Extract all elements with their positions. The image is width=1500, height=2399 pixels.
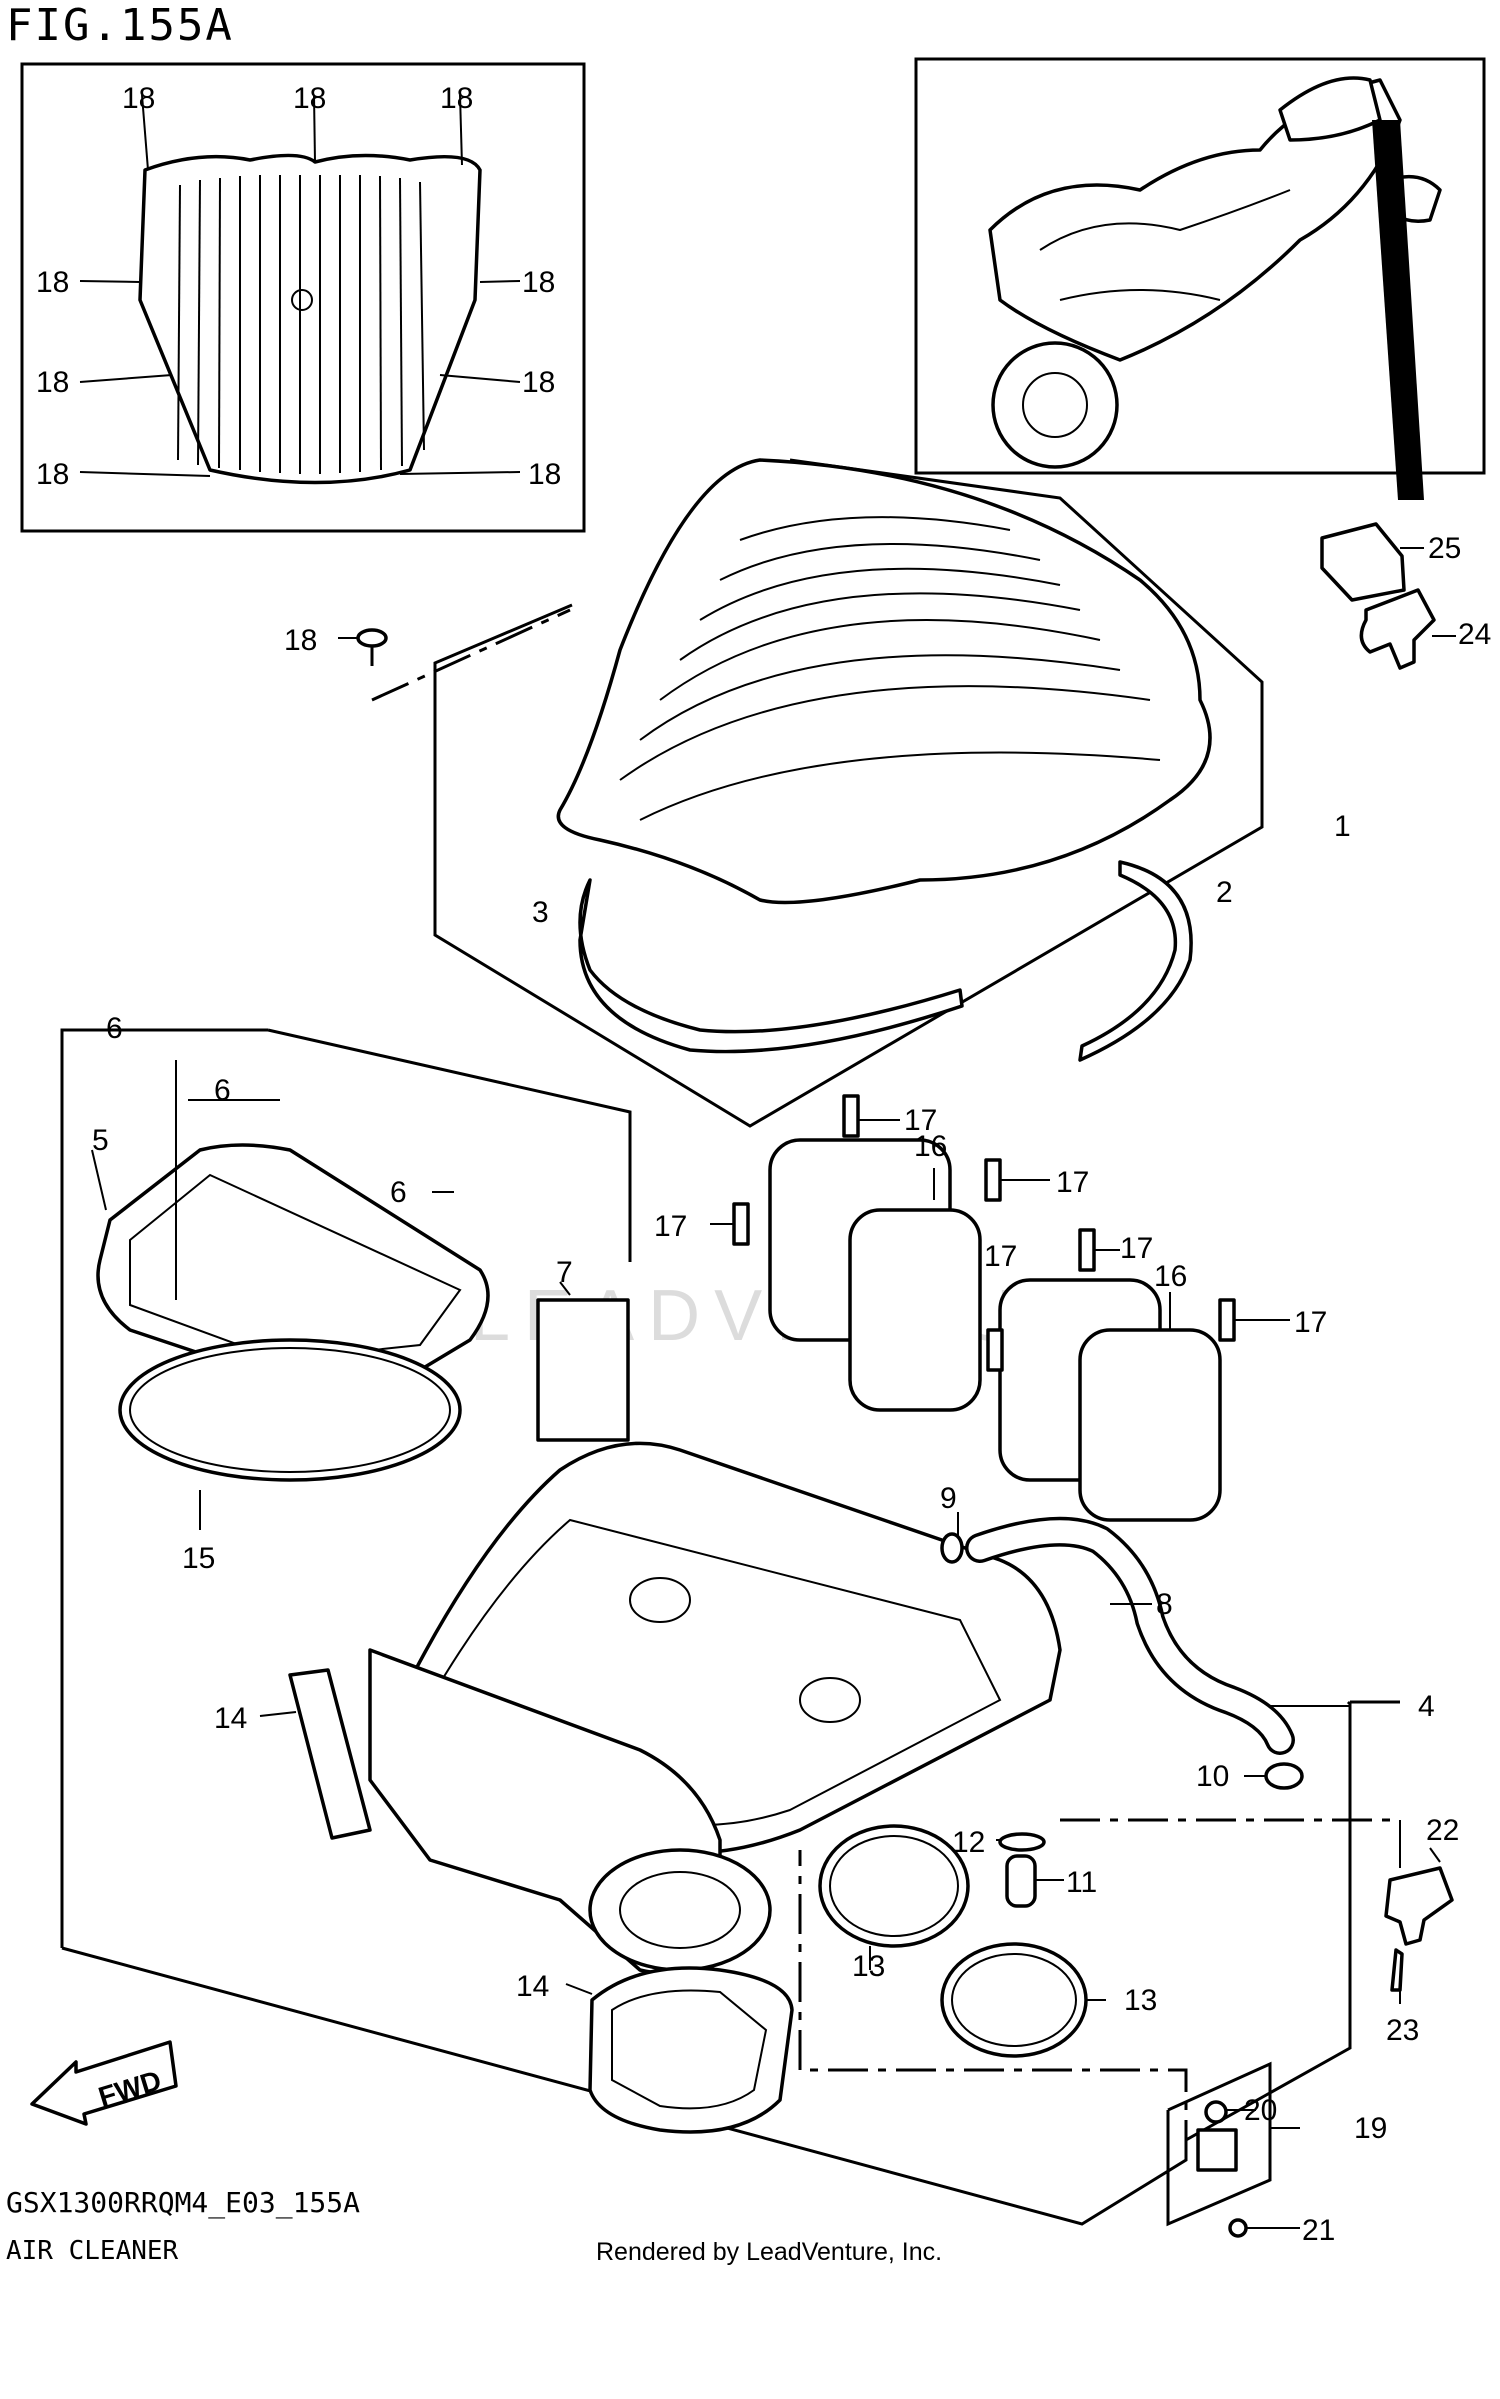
callout-17: 17 <box>1120 1232 1153 1265</box>
inset-label-18: 18 <box>36 366 69 399</box>
callout-21: 21 <box>1302 2214 1335 2247</box>
part-8-drain-hose <box>940 1512 1304 1790</box>
callout-24: 24 <box>1458 618 1491 651</box>
callout-14: 14 <box>516 1970 549 2003</box>
section-name: AIR CLEANER <box>6 2236 179 2266</box>
inset-label-18: 18 <box>528 458 561 491</box>
callout-3: 3 <box>532 896 549 929</box>
part-16-intake-funnels <box>710 1094 1290 1522</box>
inset-label-18: 18 <box>522 266 555 299</box>
callout-17: 17 <box>904 1104 937 1137</box>
callout-10: 10 <box>1196 1760 1229 1793</box>
inset-label-18: 18 <box>440 82 473 115</box>
callout-5: 5 <box>92 1124 109 1157</box>
inset-label-18: 18 <box>522 366 555 399</box>
callout-15: 15 <box>182 1542 215 1575</box>
callout-6: 6 <box>390 1176 407 1209</box>
part-14-seals <box>259 1668 794 2134</box>
figure-title: FIG.155A <box>6 0 234 51</box>
parts-11-12-13 <box>818 1824 1106 2058</box>
callout-25: 25 <box>1428 532 1461 565</box>
callout-14: 14 <box>214 1702 247 1735</box>
inset-label-18: 18 <box>122 82 155 115</box>
render-credit: Rendered by LeadVenture, Inc. <box>596 2238 943 2266</box>
callout-7: 7 <box>556 1256 573 1289</box>
callout-20: 20 <box>1244 2094 1277 2127</box>
callout-17: 17 <box>1056 1166 1089 1199</box>
callout-9: 9 <box>940 1482 957 1515</box>
callout-4: 4 <box>1418 1690 1435 1723</box>
callout-17: 17 <box>1294 1306 1327 1339</box>
part-1-cleaner-cover-group <box>433 458 1264 1128</box>
inset-label-18: 18 <box>36 458 69 491</box>
callout-8: 8 <box>1156 1588 1173 1621</box>
motorcycle-location-inset <box>914 57 1486 500</box>
callout-18: 18 <box>284 624 317 657</box>
callout-6: 6 <box>106 1012 123 1045</box>
inset-cover-screws: 18 18 18 18 18 18 18 18 18 <box>20 62 586 533</box>
callout-11: 11 <box>1066 1866 1097 1899</box>
part-4-cleaner-case-group <box>61 1441 1400 2226</box>
callout-16: 16 <box>914 1130 947 1163</box>
callout-23: 23 <box>1386 2014 1419 2047</box>
callout-17: 17 <box>984 1240 1017 1273</box>
parts-24-25-sensor <box>1320 522 1456 670</box>
callout-17: 17 <box>654 1210 687 1243</box>
callout-1: 1 <box>1334 810 1351 843</box>
callout-19: 19 <box>1354 2112 1387 2145</box>
callout-13: 13 <box>1124 1984 1157 2017</box>
fwd-arrow-icon: FWD <box>30 2040 178 2126</box>
callout-2: 2 <box>1216 876 1233 909</box>
callout-22: 22 <box>1426 1814 1459 1847</box>
model-code: GSX1300RRQM4_E03_155A <box>6 2186 361 2219</box>
inset-label-18: 18 <box>36 266 69 299</box>
callout-12: 12 <box>952 1826 985 1859</box>
part-5-air-filter-group <box>60 1028 632 1948</box>
callout-13: 13 <box>852 1950 885 1983</box>
part-18-screw <box>338 608 571 702</box>
parts-19-23-sensor-group <box>798 1818 1454 2238</box>
inset-label-18: 18 <box>293 82 326 115</box>
callout-16: 16 <box>1154 1260 1187 1293</box>
callout-6: 6 <box>214 1074 231 1107</box>
